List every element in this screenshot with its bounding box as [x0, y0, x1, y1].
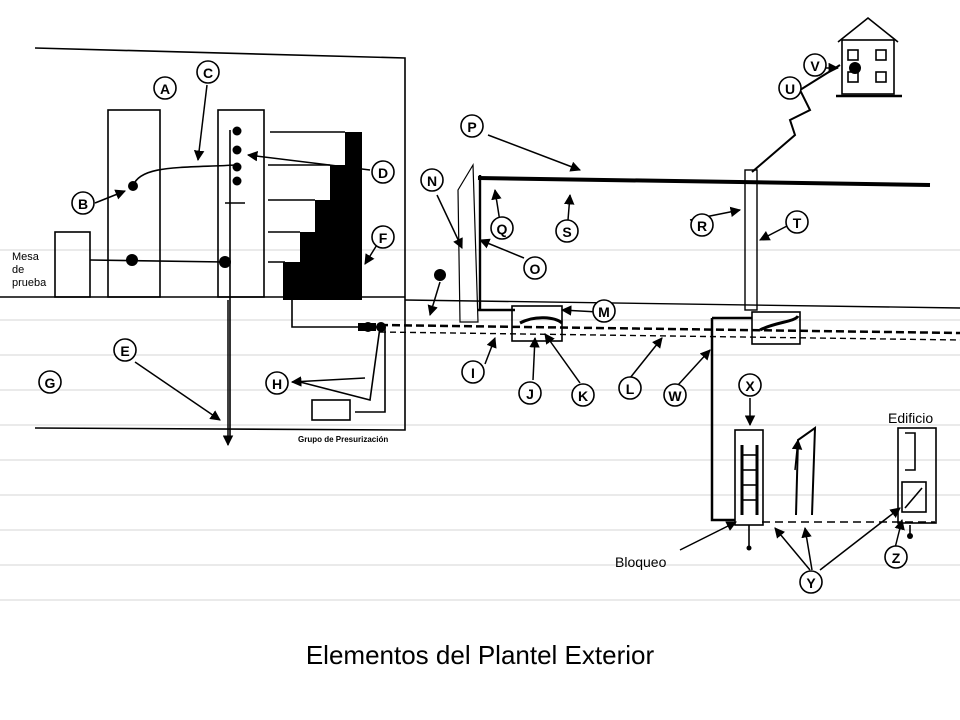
callout-n: N: [420, 168, 444, 192]
callout-b: B: [71, 191, 95, 215]
callout-k: K: [571, 383, 595, 407]
callout-a: A: [153, 76, 177, 100]
callout-circle: [420, 168, 444, 192]
callout-c: C: [196, 60, 220, 84]
callout-t: T: [785, 210, 809, 234]
aerial-plant: [457, 64, 931, 522]
callout-letter: L: [626, 381, 635, 397]
callout-i: I: [461, 360, 485, 384]
callout-letter: X: [745, 378, 755, 394]
main-distribution-block: [283, 132, 362, 300]
callout-circle: [461, 360, 485, 384]
callout-letter: A: [160, 81, 170, 97]
callout-circle: [38, 370, 62, 394]
callout-g: G: [38, 370, 62, 394]
callout-circle: [803, 53, 827, 77]
callout-circle: [523, 256, 547, 280]
callout-d: D: [371, 160, 395, 184]
callout-circle: [518, 381, 542, 405]
callout-z: Z: [884, 545, 908, 569]
callout-circle: [799, 570, 823, 594]
callout-v: V: [803, 53, 827, 77]
test-table-label-2: de: [12, 264, 24, 276]
callout-x: X: [738, 373, 762, 397]
callout-q: Q: [490, 216, 514, 240]
diagram-caption: Elementos del Plantel Exterior: [305, 640, 655, 670]
callout-circle: [884, 545, 908, 569]
callout-circle: [265, 371, 289, 395]
callout-w: W: [663, 383, 687, 407]
callout-circle: [460, 114, 484, 138]
callout-letter: R: [697, 218, 707, 234]
callout-circle: [153, 76, 177, 100]
callout-letter: V: [810, 58, 820, 74]
block-label: Bloqueo: [615, 554, 667, 570]
callout-letter: Q: [497, 221, 508, 237]
callout-letter: Z: [892, 550, 901, 566]
test-table-label-1: Mesa: [12, 251, 40, 263]
callout-letter: C: [203, 65, 213, 81]
callout-letter: W: [668, 388, 682, 404]
house-icon: [836, 16, 902, 98]
callout-j: J: [518, 381, 542, 405]
callout-letter: S: [562, 224, 571, 240]
callout-letter: Y: [806, 575, 816, 591]
callout-letter: E: [120, 343, 129, 359]
callout-l: L: [618, 376, 642, 400]
callout-circle: [778, 76, 802, 100]
callout-circle: [196, 60, 220, 84]
callout-s: S: [555, 219, 579, 243]
callout-circle: [738, 373, 762, 397]
callout-circle: [555, 219, 579, 243]
callout-circle: [371, 160, 395, 184]
callout-circle: [71, 191, 95, 215]
callout-y: Y: [799, 570, 823, 594]
callout-h: H: [265, 371, 289, 395]
callout-letter: I: [471, 365, 475, 381]
callout-letter: N: [427, 173, 437, 189]
central-office: [0, 47, 406, 440]
callout-letter: B: [78, 196, 88, 212]
callout-letter: U: [785, 81, 795, 97]
callout-letter: T: [793, 215, 802, 231]
callout-letter: F: [379, 230, 388, 246]
callout-circle: [571, 383, 595, 407]
building-label: Edificio: [888, 410, 933, 426]
callout-circle: [690, 213, 714, 237]
callout-letter: D: [378, 165, 388, 181]
callout-letter: M: [598, 304, 610, 320]
callout-circle: [490, 216, 514, 240]
callout-letter: O: [530, 261, 541, 277]
callout-circle: [618, 376, 642, 400]
callout-circle: [785, 210, 809, 234]
callout-circle: [592, 299, 616, 323]
callout-circle: [113, 338, 137, 362]
block-terminal: [734, 426, 937, 548]
pressurization-group-label: Grupo de Presurización: [298, 435, 388, 444]
test-table-label-3: prueba: [12, 277, 47, 289]
callout-e: E: [113, 338, 137, 362]
callout-letter: J: [526, 386, 534, 402]
callout-f: F: [371, 225, 395, 249]
underground-ducts: [379, 299, 960, 345]
callout-letter: K: [578, 388, 588, 404]
callout-o: O: [523, 256, 547, 280]
callout-labels: A B C D E F G H I J K L M N O P Q R S T UV W X Y Z: [38, 53, 908, 594]
callout-p: P: [460, 114, 484, 138]
callout-letter: P: [467, 119, 476, 135]
callout-letter: G: [45, 375, 56, 391]
callout-letter: H: [272, 376, 282, 392]
callout-r: R: [690, 213, 714, 237]
callout-circle: [663, 383, 687, 407]
callout-u: U: [778, 76, 802, 100]
callout-arrows: [94, 62, 905, 571]
ruled-lines: [0, 249, 960, 601]
callout-m: M: [592, 299, 616, 323]
connection-dots: [126, 126, 446, 332]
callout-circle: [371, 225, 395, 249]
